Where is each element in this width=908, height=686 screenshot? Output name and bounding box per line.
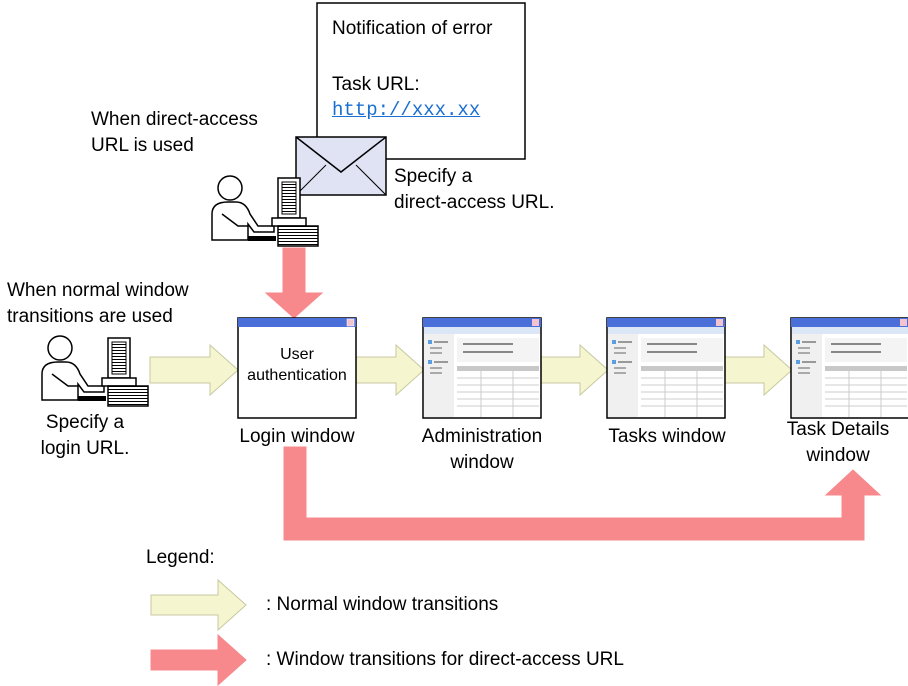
login-window-content-line2: authentication bbox=[247, 367, 347, 384]
legend-direct-arrow bbox=[150, 633, 247, 686]
tasks-window-thumbnail bbox=[606, 317, 726, 419]
direct-access-down-arrow bbox=[264, 247, 324, 319]
direct-access-instruction-line1: Specify a bbox=[394, 166, 473, 187]
notification-box bbox=[316, 2, 526, 160]
login-window-content-line1: User bbox=[280, 346, 314, 363]
user-at-computer-icon-normal bbox=[41, 335, 149, 407]
task-url-link[interactable]: http://xxx.xx bbox=[332, 99, 481, 121]
arrow-admin-to-tasks bbox=[539, 343, 609, 397]
arrow-tasks-to-details bbox=[722, 343, 793, 397]
administration-window-thumbnail bbox=[422, 317, 542, 419]
normal-transition-arrows bbox=[149, 343, 793, 397]
administration-window-caption-line1: Administration bbox=[421, 426, 543, 447]
normal-instruction-line2: login URL. bbox=[40, 438, 130, 459]
task-details-window-caption-line1: Task Details bbox=[786, 419, 890, 440]
direct-access-heading-line1: When direct-access bbox=[91, 109, 258, 130]
arrow-user-to-login bbox=[149, 343, 239, 397]
normal-instruction-line1: Specify a bbox=[45, 412, 125, 433]
legend-title: Legend: bbox=[146, 547, 215, 568]
login-window-caption: Login window bbox=[239, 426, 355, 447]
normal-heading-line1: When normal window bbox=[7, 280, 189, 301]
notification-title: Notification of error bbox=[332, 18, 493, 39]
tasks-window-caption: Tasks window bbox=[608, 426, 726, 447]
normal-heading-line2: transitions are used bbox=[7, 306, 173, 327]
envelope-icon bbox=[295, 136, 387, 196]
administration-window-caption-line2: window bbox=[450, 452, 514, 473]
direct-access-heading-line2: URL is used bbox=[91, 135, 194, 156]
direct-access-bypass-arrow bbox=[283, 446, 882, 541]
legend-direct-label: : Window transitions for direct-access U… bbox=[266, 649, 624, 670]
arrow-login-to-admin bbox=[354, 343, 425, 397]
legend-normal-label: : Normal window transitions bbox=[266, 594, 499, 615]
direct-access-instruction-line2: direct-access URL. bbox=[394, 192, 555, 213]
task-details-window-caption-line2: window bbox=[806, 445, 870, 466]
legend-normal-arrow bbox=[150, 578, 247, 632]
task-details-window-thumbnail bbox=[790, 317, 908, 419]
login-window-thumbnail bbox=[237, 317, 357, 419]
task-url-label: Task URL: bbox=[332, 74, 420, 95]
